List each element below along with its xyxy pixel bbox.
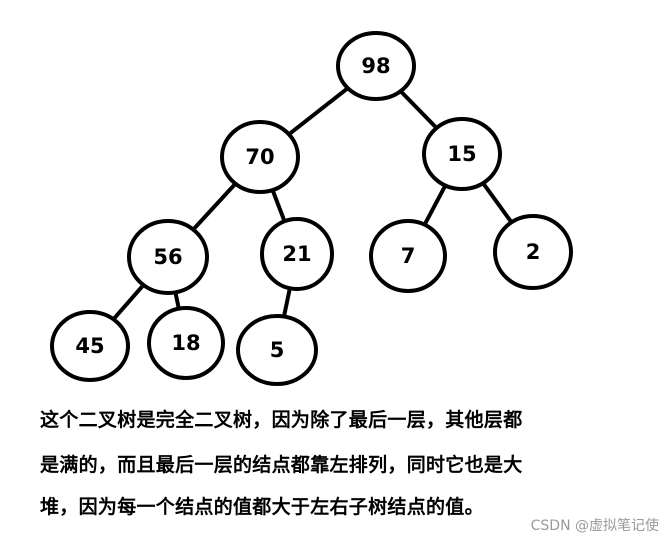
edge-56-45: [111, 283, 146, 321]
tree-node-7: 7: [369, 219, 447, 293]
tree-node-21: 21: [260, 217, 334, 291]
node-circle: [260, 217, 334, 291]
tree-node-18: 18: [147, 306, 225, 380]
node-circle: [50, 310, 130, 382]
edge-15-2: [481, 181, 514, 225]
node-label: 2: [526, 240, 541, 264]
node-label: 21: [282, 242, 311, 266]
edge-56-18: [173, 291, 181, 310]
node-circle: [127, 219, 209, 295]
tree-node-15: 15: [422, 117, 502, 191]
node-circle: [422, 117, 502, 191]
caption-line-1: 这个二叉树是完全二叉树，因为除了最后一层，其他层都: [40, 409, 523, 431]
node-label: 18: [171, 331, 200, 355]
node-circle: [220, 120, 300, 194]
node-label: 70: [245, 145, 274, 169]
edge-15-7: [422, 184, 447, 227]
node-circle: [493, 214, 573, 290]
caption-line-3: 堆，因为每一个结点的值都大于左右子树结点的值。: [40, 496, 484, 518]
node-circle: [369, 219, 447, 293]
edge-98-15: [398, 89, 439, 130]
tree-node-2: 2: [493, 214, 573, 290]
node-circle: [236, 314, 318, 386]
watermark: CSDN @虚拟笔记使: [530, 518, 659, 534]
tree-node-45: 45: [50, 310, 130, 382]
edge-70-56: [191, 181, 238, 232]
tree-node-56: 56: [127, 219, 209, 295]
tree-node-5: 5: [236, 314, 318, 386]
node-label: 5: [270, 338, 285, 362]
node-circle: [147, 306, 225, 380]
node-circle: [336, 31, 416, 101]
node-label: 56: [153, 245, 182, 269]
node-label: 15: [447, 142, 476, 166]
caption-line-2: 是满的，而且最后一层的结点都靠左排列，同时它也是大: [40, 454, 523, 476]
node-label: 45: [75, 334, 104, 358]
edge-70-21: [271, 189, 287, 224]
node-label: 7: [401, 244, 416, 268]
edge-21-5: [282, 286, 292, 317]
edge-98-70: [286, 85, 351, 137]
node-label: 98: [361, 54, 390, 78]
tree-edges: [111, 85, 514, 321]
tree-node-98: 98: [336, 31, 416, 101]
tree-node-70: 70: [220, 120, 300, 194]
